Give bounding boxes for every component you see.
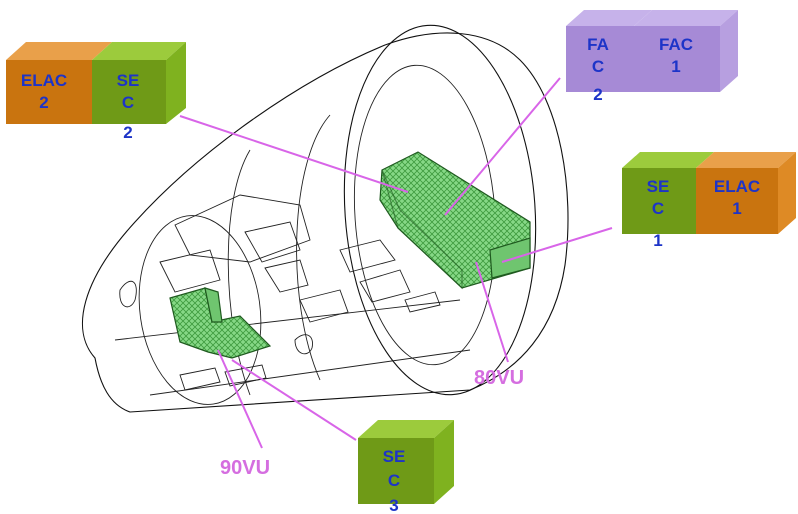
leader-lines [180,78,612,448]
elac-1-box: ELAC 1 [696,152,796,234]
fac-1-box: FAC 1 [634,10,738,92]
sec-2-label-line2: C [122,93,134,112]
sec-2-label-line3: 2 [123,123,132,142]
elac-1-label-line2: 1 [732,199,741,218]
sec-2-label-line1: SE [117,71,140,90]
rack-90vu-label: 90VU [220,457,270,479]
elac-2-label-line2: 2 [39,93,48,112]
fac-2-label-line1: FA [587,35,609,54]
sec-1-label-line1: SE [647,177,670,196]
elac-2-label-line1: ELAC [21,71,67,90]
sec-1-label-line3: 1 [653,231,662,250]
sec-2-box: SE C 2 [92,42,186,142]
rack-80vu-label: 80VU [474,367,524,389]
fac-2-label-line3: 2 [593,85,602,104]
elac-1-label-line1: ELAC [714,177,760,196]
rack-80vu [380,152,530,288]
sec-3-label-line3: 3 [389,496,398,514]
sec-3-label-line2: C [388,471,400,490]
fac-2-label-line2: C [592,57,604,76]
fac-1-label-line2: 1 [671,57,680,76]
sec-3-box: SE C 3 [358,420,454,514]
sec-3-label-line1: SE [383,447,406,466]
fac-1-label-line1: FAC [659,35,693,54]
rack-90vu [170,288,270,358]
sec-1-label-line2: C [652,199,664,218]
